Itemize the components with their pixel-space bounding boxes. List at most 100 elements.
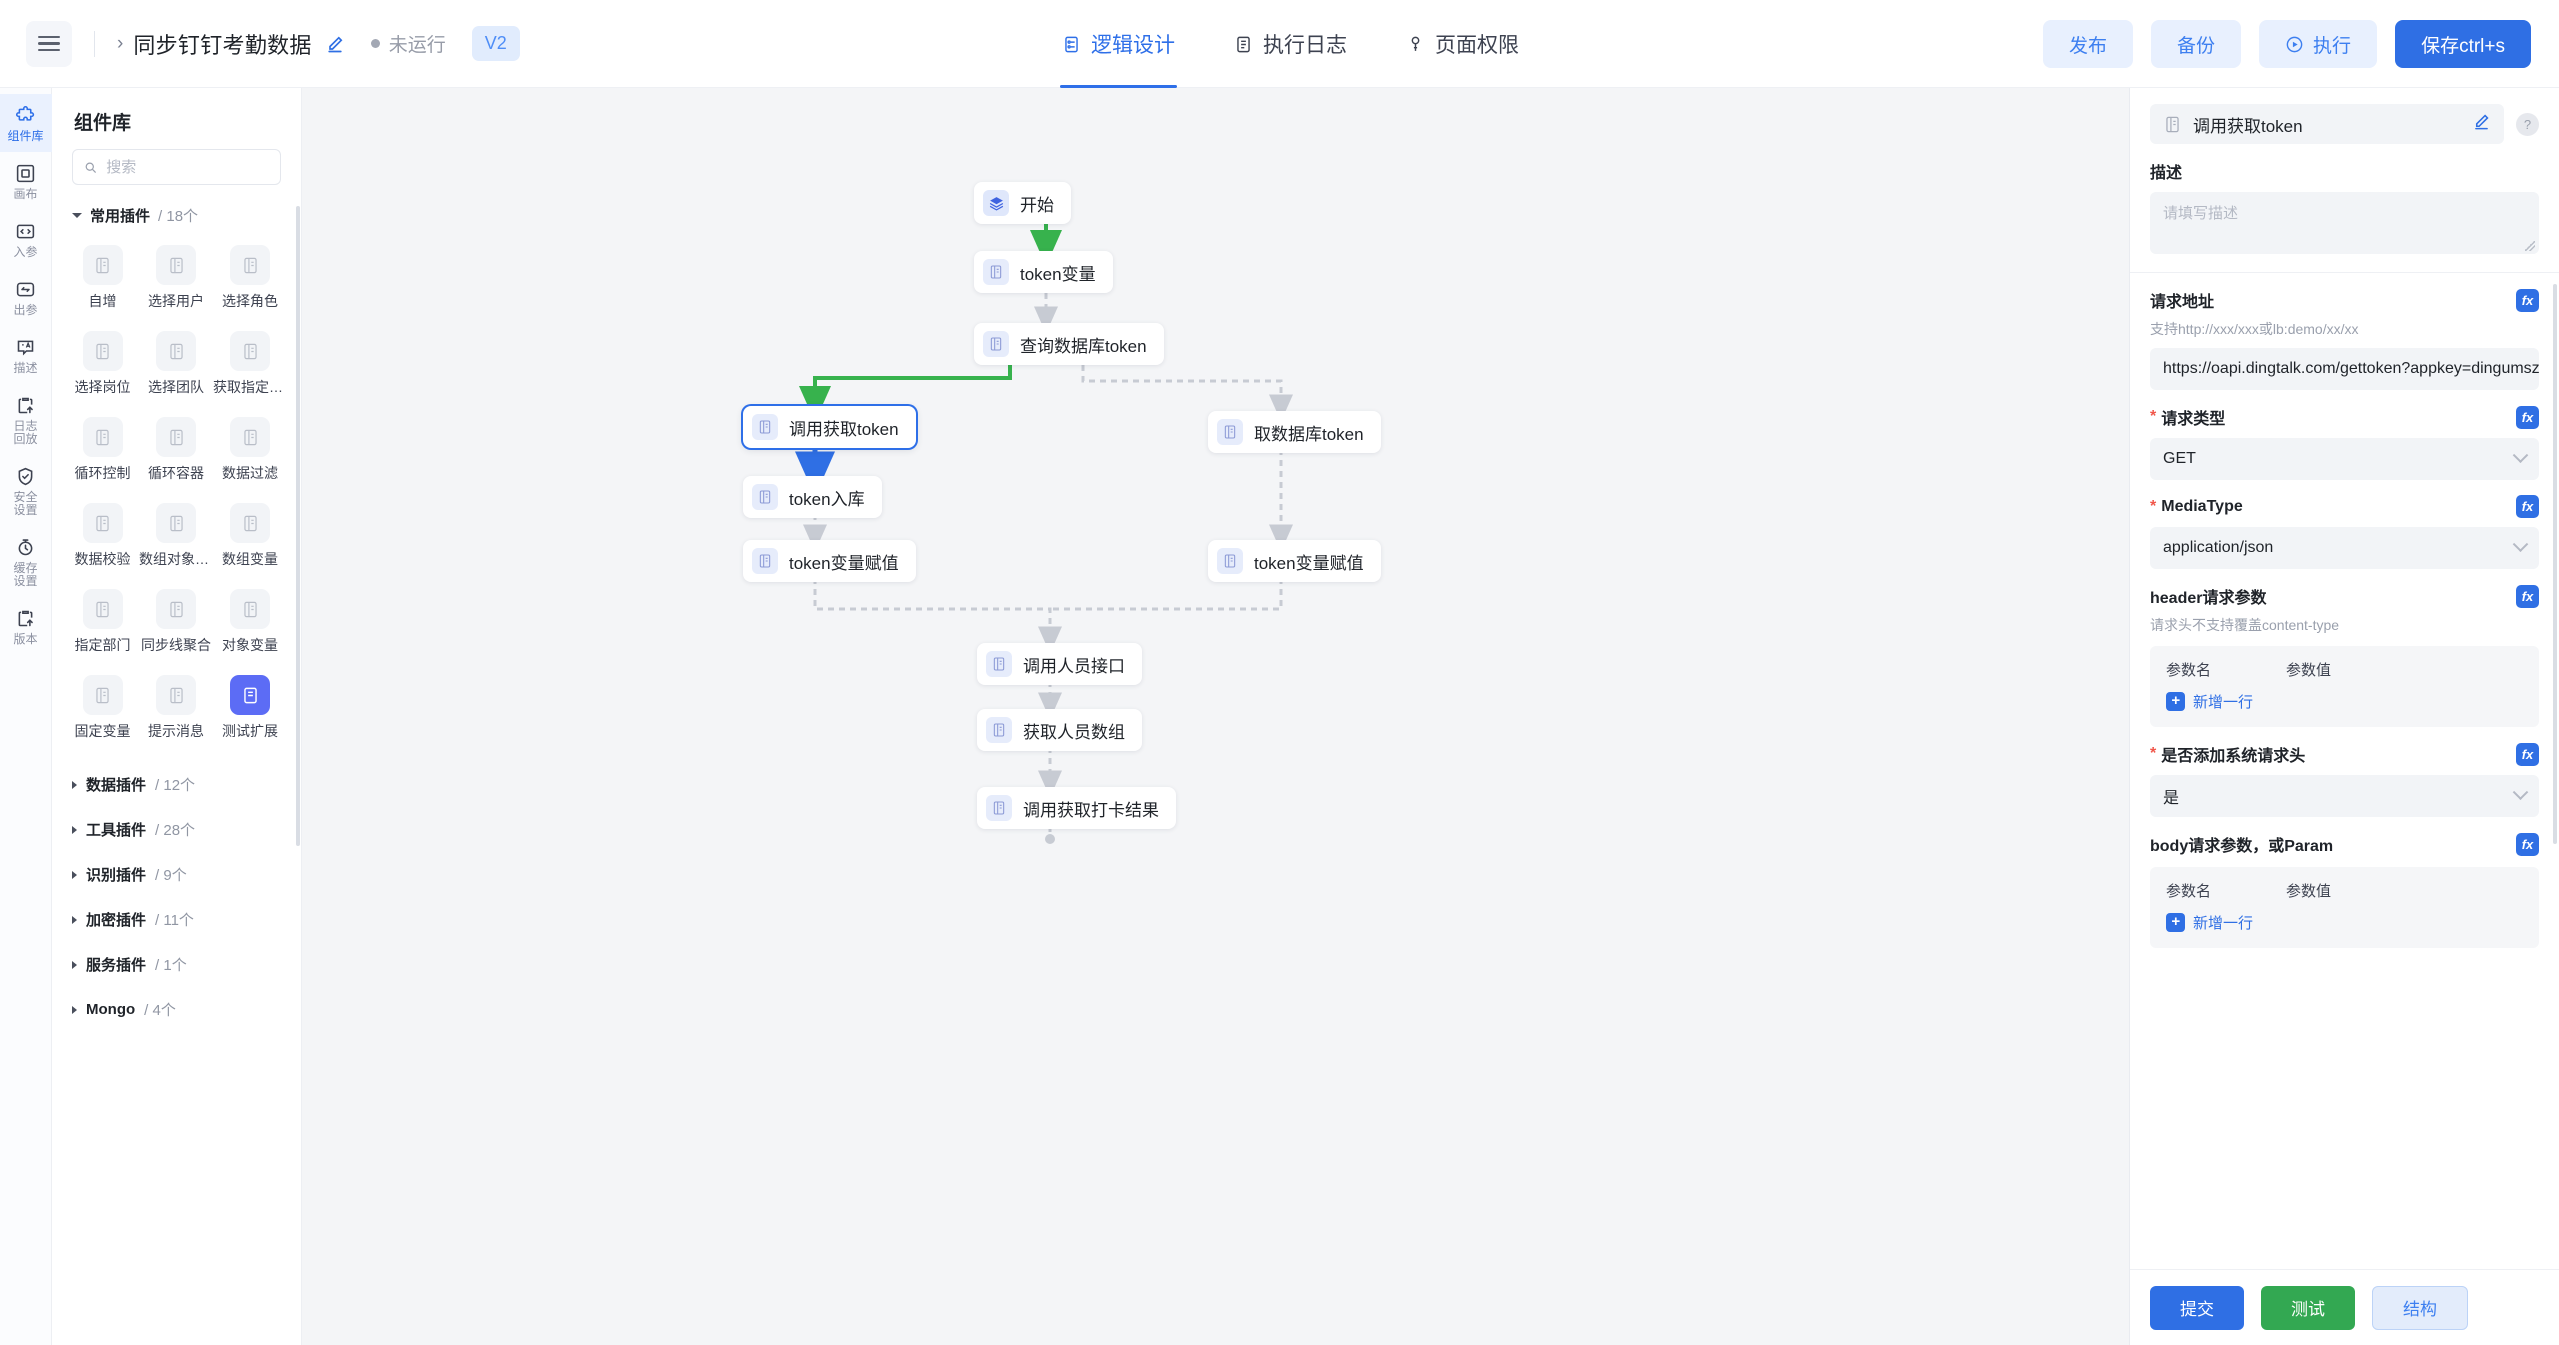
plugin-item[interactable]: 对象变量 [213,582,287,664]
category-row[interactable]: 数据插件/ 12个 [52,762,301,807]
search-box[interactable] [72,149,281,185]
canvas-square-icon [16,164,35,183]
body-add-row-button[interactable]: + 新增一行 [2166,912,2523,933]
code-output-icon [16,282,35,297]
category-row[interactable]: 识别插件/ 9个 [52,852,301,897]
pencil-icon[interactable] [2472,112,2491,136]
flow-node[interactable]: token变量赋值 [1208,540,1381,582]
component-library-scroll[interactable]: 常用插件 / 18个 自增选择用户选择角色选择岗位选择团队获取指定请... 循环控… [52,199,301,1345]
flow-node[interactable]: 查询数据库token [974,323,1164,365]
description-textarea[interactable]: 请填写描述 [2150,192,2539,254]
version-badge[interactable]: V2 [471,26,520,61]
url-input[interactable]: https://oapi.dingtalk.com/gettoken?appke… [2150,348,2539,390]
description-label: 描述 [2150,165,2183,182]
publish-button[interactable]: 发布 [2043,20,2134,68]
flow-canvas[interactable]: 开始 token变量查询数据库token 调用获取token token入库 token… [302,88,2129,1345]
header-params-section: header请求参数 fx 请求头不支持覆盖content-type 参数名 参… [2130,569,2559,727]
save-button[interactable]: 保存ctrl+s [2395,20,2531,68]
sidebar-item-component-library[interactable]: 组件库 [0,94,52,152]
plugin-item[interactable]: 选择用户 [139,238,213,320]
category-row[interactable]: 加密插件/ 11个 [52,897,301,942]
plugin-item[interactable]: 提示消息 [139,668,213,750]
list-menu-icon[interactable] [26,20,72,67]
plugin-icon [986,717,1012,743]
plugin-item[interactable]: 指定部门 [66,582,139,664]
flow-node[interactable]: token变量 [974,251,1113,293]
plugin-item[interactable]: 数据校验 [66,496,139,578]
flow-node[interactable]: 调用获取打卡结果 [977,787,1176,829]
backup-button[interactable]: 备份 [2151,20,2242,68]
category-name: Mongo [86,1001,136,1018]
node-name-box[interactable]: 调用获取token [2150,104,2504,144]
search-input[interactable] [106,158,269,176]
plugin-item[interactable]: 数据过滤 [213,410,287,492]
sidebar-item-canvas[interactable]: 画布 [0,152,52,210]
function-icon[interactable]: fx [2516,584,2539,608]
function-icon[interactable]: fx [2516,405,2539,429]
flow-node[interactable]: 开始 [974,182,1071,224]
tab-logic-design[interactable]: 逻辑设计 [1060,0,1177,88]
function-icon[interactable]: fx [2516,288,2539,312]
category-row[interactable]: 工具插件/ 28个 [52,807,301,852]
plugin-item-label: 数组变量 [222,551,278,567]
sidebar-item-cache-settings[interactable]: 缓存 设置 [0,526,52,597]
plugin-item[interactable]: 选择团队 [139,324,213,406]
submit-button[interactable]: 提交 [2150,1285,2244,1330]
tab-exec-log[interactable]: 执行日志 [1232,0,1349,88]
plugin-item[interactable]: 选择角色 [213,238,287,320]
plugin-item[interactable]: 获取指定请... [213,324,287,406]
plugin-icon [752,484,778,510]
component-library-title: 组件库 [74,113,132,134]
flow-node[interactable]: 获取人员数组 [977,709,1142,751]
method-select[interactable]: GET [2150,438,2539,480]
sidebar-item-output-params[interactable]: 出参 [0,268,52,326]
key-icon [1411,36,1420,51]
question-icon[interactable]: ? [2516,112,2539,136]
tab-page-permission[interactable]: 页面权限 [1404,0,1521,88]
sidebar-item-log-replay[interactable]: 日志 回放 [0,384,52,455]
sidebar-item-version[interactable]: 版本 [0,597,52,655]
category-row[interactable]: Mongo/ 4个 [52,987,301,1032]
category-common-plugins[interactable]: 常用插件 / 18个 [52,199,301,236]
sidebar-item-input-params[interactable]: 入参 [0,210,52,268]
plugin-item[interactable]: 数组对象变量 [139,496,213,578]
col-param-name: 参数名 [2166,883,2212,900]
flow-node[interactable]: token入库 [743,476,882,518]
execute-button[interactable]: 执行 [2259,20,2378,68]
plugin-item[interactable]: 同步线聚合 [139,582,213,664]
plugin-item[interactable]: 数组变量 [213,496,287,578]
flow-node[interactable]: token变量赋值 [743,540,916,582]
plugin-item[interactable]: 循环控制 [66,410,139,492]
sidebar-item-log-replay-label: 日志 回放 [13,419,38,446]
function-icon[interactable]: fx [2516,742,2539,766]
flow-node[interactable]: 取数据库token [1208,411,1381,453]
test-button[interactable]: 测试 [2261,1285,2355,1330]
required-marker: * [2150,408,2157,425]
system-header-select[interactable]: 是 [2150,775,2539,817]
function-icon[interactable]: fx [2516,495,2539,518]
sidebar-item-security-settings[interactable]: 安全 设置 [0,455,52,526]
plugin-item[interactable]: 固定变量 [66,668,139,750]
sidebar-item-component-library-label: 组件库 [7,129,44,143]
header-add-row-button[interactable]: + 新增一行 [2166,691,2523,712]
function-icon[interactable]: fx [2516,832,2539,856]
flow-node[interactable]: 调用获取token [743,406,916,448]
properties-scrollbar[interactable] [2553,284,2557,844]
flow-node[interactable]: 调用人员接口 [977,643,1142,685]
mediatype-select[interactable]: application/json [2150,527,2539,569]
plugin-icon [1217,548,1243,574]
plugin-item[interactable]: 选择岗位 [66,324,139,406]
structure-button[interactable]: 结构 [2372,1285,2468,1330]
sidebar-item-description-label: 描述 [13,361,38,375]
plugin-item[interactable]: 自增 [66,238,139,320]
plugin-item[interactable]: 循环容器 [139,410,213,492]
plugin-item-label: 选择岗位 [74,379,131,395]
plugin-item[interactable]: 测试扩展 [213,668,287,750]
category-row[interactable]: 服务插件/ 1个 [52,942,301,987]
component-library-scrollbar[interactable] [296,206,300,846]
sidebar-item-description[interactable]: 描述 [0,326,52,384]
properties-scroll[interactable]: 调用获取token ? 描述 请填写描述 [2130,88,2559,1269]
plugin-item-label: 对象变量 [222,637,278,653]
pencil-icon[interactable] [325,34,345,54]
